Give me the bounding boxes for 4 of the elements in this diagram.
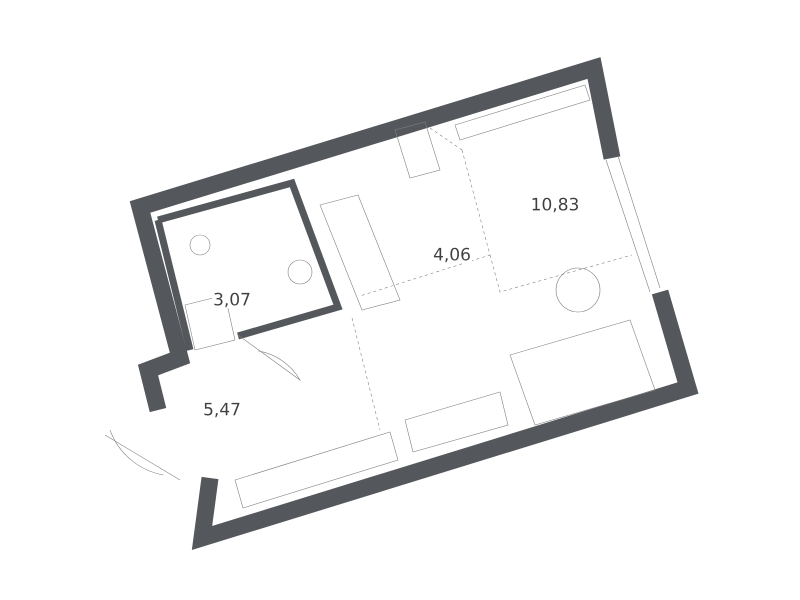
area-label: 3,07: [212, 292, 252, 308]
area-label: 5,47: [202, 402, 242, 418]
area-label: 10,83: [530, 196, 580, 214]
area-label: 4,06: [432, 246, 472, 264]
